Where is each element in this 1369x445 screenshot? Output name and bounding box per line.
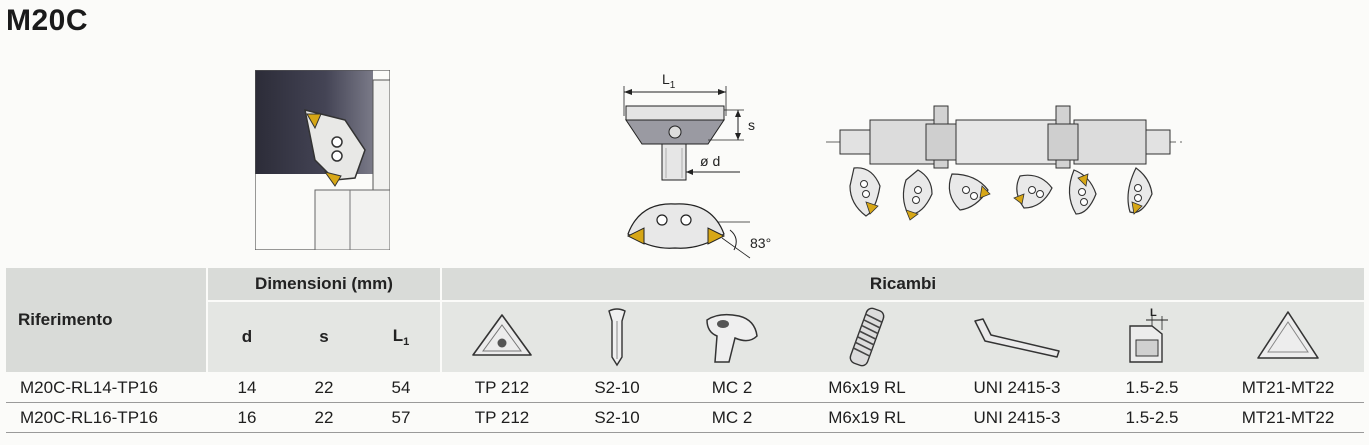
cell-gauge: 1.5-2.5 (1125, 408, 1179, 427)
cell-key: UNI 2415-3 (973, 408, 1061, 427)
cell-clamp-screw: M6x19 RL (828, 408, 906, 427)
dimension-d-label: ø d (700, 153, 720, 169)
header-dimensioni-group: Dimensioni (mm) (208, 268, 440, 300)
shim-icon (1212, 302, 1364, 372)
header-L1: L1 (362, 302, 440, 372)
cell-ref: M20C-RL14-TP16 (20, 378, 158, 397)
cell-L1: 57 (391, 408, 411, 427)
cell-key: UNI 2415-3 (973, 378, 1061, 397)
cell-insert: TP 212 (474, 408, 530, 427)
page-title: M20C (6, 4, 89, 37)
hex-key-icon (942, 302, 1092, 372)
cell-L1: 54 (391, 378, 411, 397)
cell-d: 16 (237, 408, 257, 427)
header-s: s (286, 302, 362, 372)
header-ricambi-group: Ricambi (442, 268, 1364, 300)
cell-screw: S2-10 (594, 378, 640, 397)
gang-cutter-arbor-illustration (826, 98, 1186, 226)
clamp-screw-icon (792, 302, 942, 372)
cell-shim: MT21-MT22 (1241, 378, 1335, 397)
cutter-dimension-diagram: L1 s ø d 83° (600, 62, 800, 262)
cell-clamp-screw: M6x19 RL (828, 378, 906, 397)
cell-s: 22 (314, 378, 334, 397)
cell-screw: S2-10 (594, 408, 640, 427)
dimension-L1-label: L1 (662, 71, 676, 91)
cell-ref: M20C-RL16-TP16 (20, 408, 158, 427)
header-riferimento: Riferimento (6, 268, 206, 372)
dimension-s-label: s (748, 117, 755, 133)
cell-shim: MT21-MT22 (1241, 408, 1335, 427)
cell-gauge: 1.5-2.5 (1125, 378, 1179, 397)
screw-icon (562, 302, 672, 372)
cell-d: 14 (237, 378, 257, 397)
gauge-dimension-label: L (1150, 307, 1157, 319)
cell-s: 22 (314, 408, 334, 427)
cell-clamp: MC 2 (711, 408, 753, 427)
cell-insert: TP 212 (474, 378, 530, 397)
clamp-icon (672, 302, 792, 372)
insert-icon (442, 302, 562, 372)
table-row: M20C-RL14-TP16 14 22 54 TP 212 S2-10 MC … (6, 374, 1364, 403)
cell-clamp: MC 2 (711, 378, 753, 397)
cutter-in-slot-illustration (255, 70, 390, 250)
angle-label: 83° (750, 235, 771, 251)
header-d: d (208, 302, 286, 372)
gauge-icon: L (1092, 302, 1212, 372)
table-row: M20C-RL16-TP16 16 22 57 TP 212 S2-10 MC … (6, 404, 1364, 433)
